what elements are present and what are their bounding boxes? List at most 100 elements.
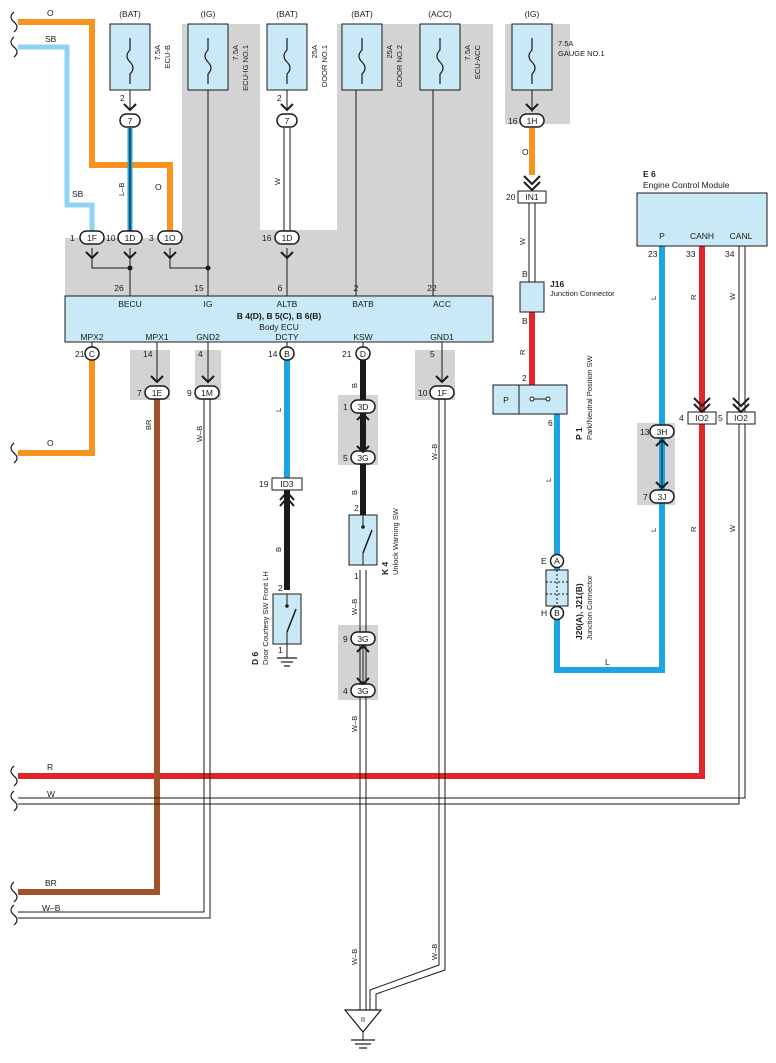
svg-text:W–B: W–B — [430, 444, 439, 460]
connector-3J: 3J — [649, 489, 675, 504]
svg-text:3G: 3G — [357, 686, 368, 696]
connector-IN1: IN1 — [517, 190, 547, 204]
svg-text:W: W — [728, 524, 737, 532]
svg-text:16: 16 — [508, 116, 518, 126]
wire-orange-top — [18, 19, 173, 232]
svg-text:IN1: IN1 — [525, 192, 539, 202]
svg-text:9: 9 — [343, 634, 348, 644]
terminal-pin: 4 — [198, 349, 203, 359]
svg-text:4: 4 — [343, 686, 348, 696]
svg-text:1: 1 — [354, 571, 359, 581]
fuse-door-no2: (BAT) 25A DOOR NO.2 — [341, 9, 404, 91]
svg-text:7: 7 — [137, 388, 142, 398]
terminal-label: DCTY — [275, 332, 298, 342]
svg-text:2: 2 — [278, 583, 283, 593]
connectors: 7 7 1F 1D 1O 1D 1H C — [79, 113, 675, 698]
terminal-label: CANH — [690, 231, 714, 241]
svg-text:L: L — [649, 528, 658, 532]
svg-text:L: L — [649, 296, 658, 300]
svg-text:1O: 1O — [164, 233, 176, 243]
fuse-source: (IG) — [525, 9, 540, 19]
svg-text:SB: SB — [45, 34, 57, 44]
terminal-label: P — [659, 231, 665, 241]
svg-text:W–B: W–B — [42, 903, 61, 913]
unlock-warning-switch: K 4 Unlock Warning SW — [348, 507, 400, 575]
svg-text:10: 10 — [418, 388, 428, 398]
junction-connector-j16: J16 Junction Connector — [519, 279, 615, 313]
inline-connectors: IN1 ID3 IO2 IO2 — [271, 190, 756, 491]
connector-IO2-a: IO2 — [687, 411, 717, 425]
park-neutral-switch: P P 1 Park/Neutral Position SW — [492, 354, 594, 440]
svg-text:1D: 1D — [282, 233, 293, 243]
svg-text:B: B — [554, 608, 560, 618]
svg-text:IO2: IO2 — [734, 413, 748, 423]
terminal-label: CANL — [730, 231, 753, 241]
svg-text:W–B: W–B — [430, 944, 439, 960]
terminal-label: BECU — [118, 299, 142, 309]
terminal-label: IG — [204, 299, 213, 309]
svg-text:O: O — [47, 438, 54, 448]
connector-1H: 1H — [519, 113, 545, 128]
ground-symbol: II — [343, 1009, 383, 1049]
svg-text:1F: 1F — [87, 233, 97, 243]
fuse-rating: 25A — [310, 45, 319, 58]
svg-text:1M: 1M — [201, 388, 213, 398]
component-code: P 1 — [574, 427, 584, 440]
ecm-name: Engine Control Module — [643, 180, 730, 190]
terminal-pin: 2 — [354, 283, 359, 293]
wire-brown-mpx1 — [18, 398, 160, 895]
svg-text:19: 19 — [259, 479, 269, 489]
svg-text:O: O — [47, 8, 54, 18]
wire-orange-mpx2 — [18, 360, 95, 456]
engine-control-module: E 6 Engine Control Module P CANH CANL 23… — [636, 169, 768, 259]
fuse-rating: 7.5A — [153, 45, 162, 60]
fuse-name: ECU-B — [163, 45, 172, 68]
fuse-ecu-acc: (ACC) 7.5A ECU-ACC — [419, 9, 482, 91]
connector-1F-b: 1F — [429, 385, 455, 400]
component-name: Junction Connector — [550, 289, 615, 298]
svg-text:1E: 1E — [152, 388, 163, 398]
terminal-pin: 14 — [268, 349, 278, 359]
svg-text:5: 5 — [718, 413, 723, 423]
terminal-pin: 22 — [427, 283, 437, 293]
svg-text:W: W — [273, 177, 282, 185]
fuse-name: ECU-IG NO.1 — [241, 45, 250, 91]
svg-text:2: 2 — [120, 93, 125, 103]
svg-text:1: 1 — [343, 402, 348, 412]
svg-text:16: 16 — [262, 233, 272, 243]
chevrons — [85, 103, 750, 686]
svg-text:B: B — [522, 269, 528, 279]
svg-text:L: L — [605, 657, 610, 667]
svg-text:9: 9 — [187, 388, 192, 398]
component-code: D 6 — [250, 652, 260, 666]
svg-text:R: R — [518, 349, 527, 355]
svg-text:W–B: W–B — [350, 599, 359, 615]
fuse-name: DOOR NO.1 — [320, 45, 329, 87]
svg-text:3H: 3H — [657, 427, 668, 437]
svg-text:W–B: W–B — [195, 426, 204, 442]
svg-text:1: 1 — [278, 645, 283, 655]
connector-IO2-b: IO2 — [726, 411, 756, 425]
connector-1D-b: 1D — [274, 230, 300, 245]
svg-text:6: 6 — [548, 418, 553, 428]
terminal-pin: 14 — [143, 349, 153, 359]
fuse-rating: 25A — [385, 45, 394, 58]
svg-text:A: A — [554, 556, 560, 566]
connector-B: B — [279, 346, 295, 361]
body-ecu-name: Body ECU — [259, 322, 299, 332]
svg-text:W–B: W–B — [350, 716, 359, 732]
svg-text:3: 3 — [149, 233, 154, 243]
svg-text:SB: SB — [72, 189, 84, 199]
junction-connector-j20: J20(A), J21(B) Junction Connector — [545, 569, 594, 640]
svg-text:O: O — [155, 182, 162, 192]
svg-text:H: H — [541, 608, 547, 618]
fuse-source: (BAT) — [276, 9, 298, 19]
connector-7a: 7 — [119, 113, 141, 128]
svg-text:7: 7 — [285, 116, 290, 126]
connector-B2: B — [549, 605, 565, 621]
svg-text:7: 7 — [643, 492, 648, 502]
terminal-label: GND2 — [196, 332, 220, 342]
connector-D: D — [355, 346, 371, 361]
svg-text:10: 10 — [106, 233, 116, 243]
